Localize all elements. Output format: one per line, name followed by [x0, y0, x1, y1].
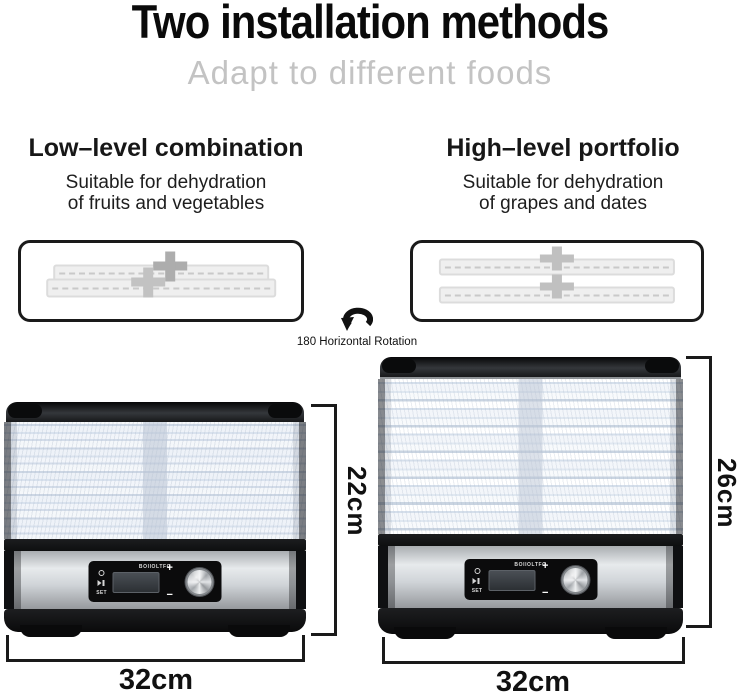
low-level-tray-diagram: [18, 240, 304, 322]
dehydrator-photo-high: BOIIOLTFO SET + −: [378, 357, 683, 639]
dehydrator-tray-stack: [4, 422, 306, 539]
dehydrator-foot-section: [378, 608, 683, 639]
low-level-description-line1: Suitable for dehydration: [65, 172, 267, 193]
power-icon: [474, 568, 480, 574]
high-level-description-line2: of grapes and dates: [479, 193, 647, 214]
low-level-heading: Low–level combination: [28, 134, 304, 162]
knob-area: + −: [535, 559, 592, 600]
dehydrator-collar: [378, 534, 683, 546]
high-level-heading: High–level portfolio: [446, 134, 680, 162]
tray-connector-icon: [540, 254, 574, 263]
width-bracket-low: [6, 635, 305, 662]
spaced-trays-schematic: [438, 254, 676, 304]
high-level-tray-diagram: [410, 240, 704, 322]
plus-label: +: [542, 560, 549, 572]
lcd-display: [112, 572, 160, 593]
plus-label: +: [166, 562, 173, 574]
low-level-description-line2: of fruits and vegetables: [67, 193, 265, 214]
tray-connector-icon: [131, 277, 165, 287]
dehydrator-photo-low: BOIIOLTFO SET + −: [4, 402, 306, 637]
dehydrator-base: BOIIOLTFO SET + −: [378, 546, 683, 608]
low-level-column: Low–level combination Suitable for dehyd…: [0, 134, 332, 214]
high-level-column: High–level portfolio Suitable for dehydr…: [398, 134, 728, 214]
lcd-display: [488, 570, 535, 591]
height-label-high: 26cm: [712, 458, 740, 529]
set-button-label: SET: [471, 588, 483, 594]
dehydrator-foot-section: [4, 609, 306, 637]
height-bracket-high: [686, 356, 712, 628]
control-knob: [185, 567, 214, 596]
tray-connector-icon: [153, 261, 187, 271]
dehydrator-tray-stack: [378, 379, 683, 534]
high-level-description-line1: Suitable for dehydration: [462, 172, 664, 193]
minus-label: −: [166, 589, 173, 601]
brand-label: BOIIOLTFO: [514, 562, 547, 568]
knob-area: + −: [160, 561, 217, 602]
minus-label: −: [542, 587, 549, 599]
panel-buttons: SET: [469, 568, 485, 594]
dehydrator-base: BOIIOLTFO SET + −: [4, 551, 306, 609]
dehydrator-lid: [380, 357, 681, 379]
dehydrator-collar: [4, 539, 306, 551]
tray-connector-icon: [540, 282, 574, 291]
page-title: Two installation methods: [131, 0, 610, 49]
brand-label: BOIIOLTFO: [138, 564, 172, 570]
control-panel: BOIIOLTFO SET + −: [88, 561, 222, 602]
width-bracket-high: [382, 637, 685, 664]
rotate-arrow-icon: [341, 307, 373, 331]
set-button-label: SET: [96, 590, 107, 596]
play-pause-icon: [472, 578, 482, 584]
stacked-trays-schematic: [46, 261, 276, 298]
play-pause-icon: [97, 580, 106, 586]
width-label-low: 32cm: [118, 664, 194, 696]
panel-buttons: SET: [94, 570, 110, 596]
power-icon: [98, 570, 105, 576]
control-panel: BOIIOLTFO SET + −: [464, 559, 597, 600]
height-bracket-low: [311, 404, 337, 636]
page-subtitle: Adapt to different foods: [187, 54, 553, 91]
control-knob: [561, 565, 589, 594]
rotation-label: 180 Horizontal Rotation: [296, 336, 418, 348]
width-label-high: 32cm: [495, 666, 571, 698]
height-label-low: 22cm: [342, 466, 372, 537]
dehydrator-lid: [6, 402, 304, 422]
